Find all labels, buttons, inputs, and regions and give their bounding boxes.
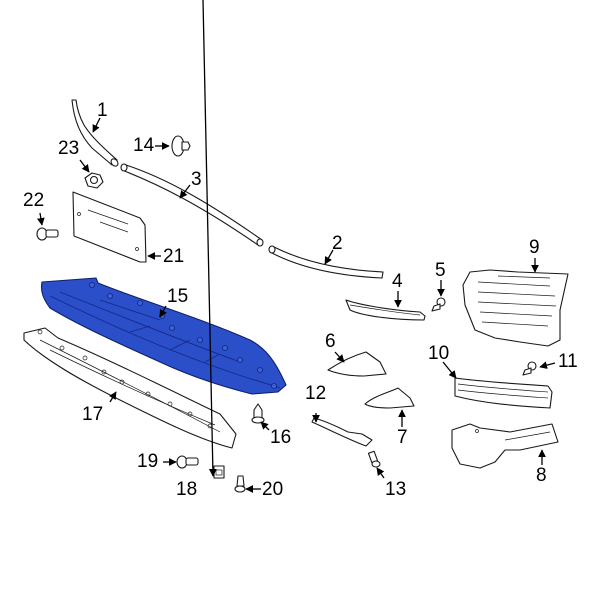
callout-3[interactable]: 3 bbox=[191, 169, 202, 190]
callout-9[interactable]: 9 bbox=[529, 237, 540, 258]
part-7-deflector[interactable] bbox=[364, 387, 415, 409]
callout-14[interactable]: 14 bbox=[133, 135, 155, 156]
callout-13[interactable]: 13 bbox=[385, 479, 407, 500]
part-2-molding[interactable] bbox=[268, 245, 384, 279]
part-3-molding[interactable] bbox=[120, 163, 264, 247]
callout-11[interactable]: 11 bbox=[558, 351, 578, 372]
callout-6[interactable]: 6 bbox=[325, 331, 336, 352]
part-21-license-bracket[interactable] bbox=[72, 191, 147, 263]
callout-15[interactable]: 15 bbox=[167, 286, 189, 307]
callout-8[interactable]: 8 bbox=[536, 465, 547, 486]
part-13-screw[interactable] bbox=[367, 450, 381, 468]
part-4-trim[interactable] bbox=[345, 299, 426, 321]
callout-21[interactable]: 21 bbox=[163, 246, 185, 267]
part-20-push-pin[interactable] bbox=[234, 475, 246, 493]
part-22-bolt[interactable] bbox=[36, 227, 59, 241]
callout-5[interactable]: 5 bbox=[435, 260, 446, 281]
part-16-clip[interactable] bbox=[251, 403, 265, 424]
callout-10[interactable]: 10 bbox=[428, 343, 450, 364]
callout-1[interactable]: 1 bbox=[97, 100, 108, 121]
part-1-molding[interactable] bbox=[71, 99, 119, 167]
part-9-grille[interactable] bbox=[462, 269, 569, 347]
callout-20[interactable]: 20 bbox=[262, 479, 284, 500]
callout-22[interactable]: 22 bbox=[23, 190, 45, 211]
callout-19[interactable]: 19 bbox=[137, 451, 159, 472]
callout-7[interactable]: 7 bbox=[397, 427, 408, 448]
part-18-clip-nut[interactable] bbox=[213, 465, 225, 479]
part-11-screw[interactable] bbox=[522, 361, 537, 376]
callout-2[interactable]: 2 bbox=[332, 233, 343, 254]
part-19-bolt[interactable] bbox=[176, 455, 199, 469]
part-17-reinforcement[interactable] bbox=[23, 327, 237, 449]
callout-16[interactable]: 16 bbox=[270, 427, 292, 448]
callout-18[interactable]: 18 bbox=[176, 479, 198, 500]
callout-12[interactable]: 12 bbox=[305, 383, 327, 404]
callout-17[interactable]: 17 bbox=[82, 404, 104, 425]
part-23-nut[interactable] bbox=[84, 172, 104, 189]
part-6-deflector[interactable] bbox=[327, 351, 387, 377]
part-15-air-deflector[interactable] bbox=[40, 277, 287, 395]
leader-arrows bbox=[36, 0, 556, 493]
callout-23[interactable]: 23 bbox=[58, 138, 80, 159]
callout-4[interactable]: 4 bbox=[392, 271, 403, 292]
part-5-screw[interactable] bbox=[431, 297, 446, 312]
part-10-trim[interactable] bbox=[454, 377, 553, 409]
part-14-clip[interactable] bbox=[171, 135, 191, 157]
part-12-trim[interactable] bbox=[311, 417, 373, 447]
part-8-air-duct[interactable] bbox=[451, 423, 559, 469]
